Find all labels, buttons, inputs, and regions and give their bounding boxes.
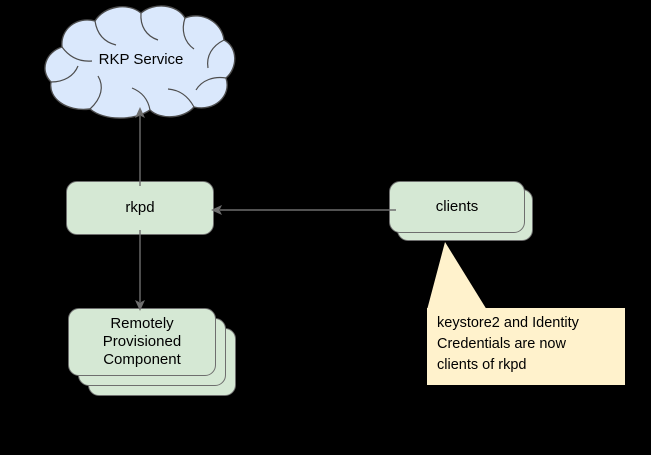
remotely-provisioned-component-box[interactable] [68, 308, 216, 376]
edge-clients-to-rkpd [211, 205, 396, 215]
rkp-service-cloud-shape[interactable] [42, 2, 238, 120]
callout-tail-icon [427, 242, 487, 310]
callout-note-text: keystore2 and Identity Credentials are n… [437, 315, 579, 373]
callout-note-box[interactable] [427, 308, 625, 385]
rkpd-box[interactable] [66, 181, 214, 235]
clients-box[interactable] [389, 181, 525, 233]
edge-rkpd-to-remotely-provisioned-component [135, 230, 145, 311]
